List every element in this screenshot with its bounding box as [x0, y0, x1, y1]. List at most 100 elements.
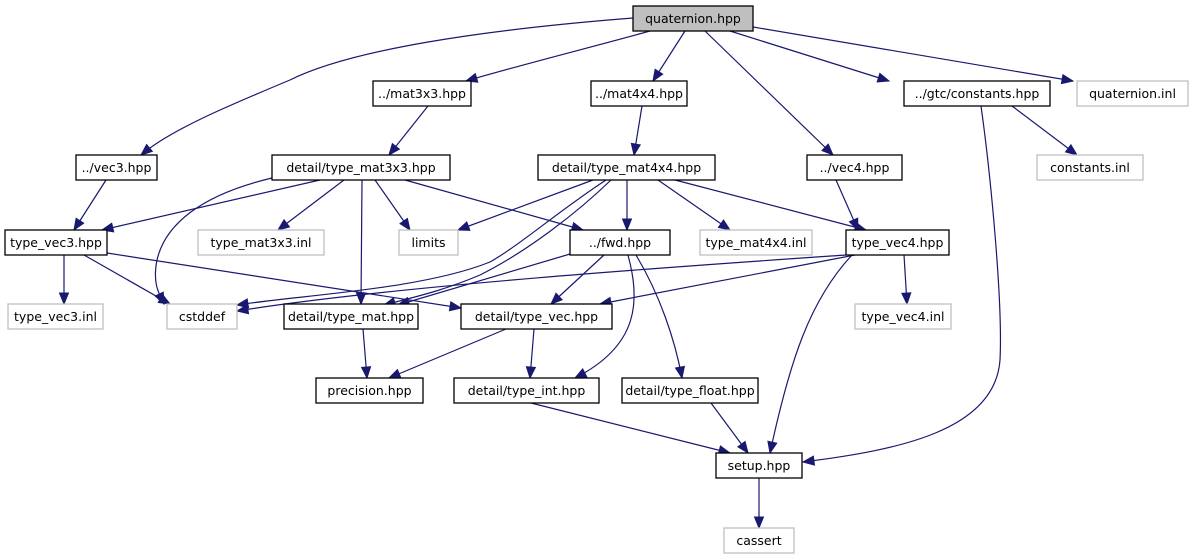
edge-line — [465, 30, 651, 82]
node-type-vec4-hpp[interactable]: type_vec4.hpp — [845, 229, 950, 256]
edge-type-vec4-hpp-to-type-vec4-inl — [901, 254, 912, 306]
node-cstddef: cstddef — [166, 303, 238, 330]
node-type-mat4x4-hpp[interactable]: detail/type_mat4x4.hpp — [537, 154, 716, 181]
node-type-int-hpp[interactable]: detail/type_int.hpp — [453, 377, 600, 404]
arrowhead-icon — [801, 455, 816, 466]
edge-setup-hpp-to-cassert — [753, 478, 765, 530]
node-box — [715, 452, 803, 479]
arrowhead-icon — [235, 304, 250, 315]
node-label: type_vec4.inl — [862, 309, 945, 324]
arrowhead-icon — [387, 368, 402, 379]
node-box — [903, 80, 1051, 107]
arrowhead-icon — [456, 221, 471, 231]
arrowhead-icon — [717, 219, 732, 231]
node-label: ../gtc/constants.hpp — [915, 86, 1040, 101]
node-fwd-hpp[interactable]: ../fwd.hpp — [569, 229, 671, 256]
node-quaternion-hpp[interactable]: quaternion.hpp — [632, 5, 754, 32]
node-box — [7, 303, 104, 330]
edge-line — [106, 252, 462, 309]
edge-quaternion-hpp-to-quaternion-inl — [752, 26, 1075, 85]
edge-type-mat4x4-hpp-to-limits — [456, 179, 594, 231]
edge-fwd-hpp-to-type-vec-hpp — [550, 254, 605, 305]
edge-type-mat-hpp-to-precision-hpp — [360, 328, 372, 380]
edge-type-mat4x4-hpp-to-fwd-hpp — [621, 180, 633, 232]
node-label: limits — [411, 235, 445, 250]
node-constants-inl: constants.inl — [1036, 154, 1144, 181]
node-label: type_vec3.inl — [14, 309, 97, 324]
edge-line — [674, 179, 867, 231]
node-vec4-hpp[interactable]: ../vec4.hpp — [806, 154, 903, 181]
node-mat4x4-hpp[interactable]: ../mat4x4.hpp — [590, 80, 688, 107]
arrowhead-icon — [821, 143, 834, 156]
edge-type-mat4x4-hpp-to-type-vec4-hpp — [674, 179, 868, 233]
node-label: detail/type_mat4x4.hpp — [552, 160, 701, 175]
node-type-vec4-inl: type_vec4.inl — [854, 303, 952, 330]
edge-quaternion-hpp-to-mat4x4-hpp — [652, 30, 686, 83]
arrowhead-icon — [630, 142, 642, 157]
edge-type-vec-hpp-to-precision-hpp — [387, 328, 507, 379]
node-cassert: cassert — [723, 527, 795, 554]
node-label: type_vec4.hpp — [852, 235, 944, 250]
node-box — [4, 229, 108, 256]
edge-line — [457, 179, 594, 231]
edge-line — [550, 254, 605, 305]
arrowhead-icon — [652, 68, 664, 83]
node-type-mat-hpp[interactable]: detail/type_mat.hpp — [283, 303, 419, 330]
node-type-mat4x4-inl: type_mat4x4.inl — [699, 229, 813, 256]
node-label: type_vec3.hpp — [10, 235, 102, 250]
arrowhead-icon — [525, 366, 537, 380]
node-label: setup.hpp — [728, 458, 791, 473]
node-label: precision.hpp — [327, 383, 411, 398]
node-precision-hpp[interactable]: precision.hpp — [315, 377, 424, 404]
edge-line — [388, 328, 507, 379]
arrowhead-icon — [464, 72, 479, 83]
edge-line — [277, 179, 345, 231]
arrowhead-icon — [388, 142, 401, 157]
node-limits: limits — [398, 229, 459, 256]
edge-type-vec3-hpp-to-type-vec-hpp — [106, 252, 463, 312]
node-label: type_mat4x4.inl — [705, 235, 806, 250]
edge-vec3-hpp-to-type-vec3-hpp — [73, 179, 107, 232]
edge-quaternion-hpp-to-constants-hpp — [729, 30, 891, 83]
arrowhead-icon — [1064, 143, 1079, 156]
node-label: ../mat3x3.hpp — [378, 86, 466, 101]
arrowhead-icon — [901, 292, 912, 306]
edge-fwd-hpp-to-type-float-hpp — [635, 254, 686, 380]
node-box — [845, 229, 950, 256]
edge-type-vec3-hpp-to-type-vec3-inl — [58, 255, 70, 306]
node-box — [283, 303, 419, 330]
node-box — [569, 229, 671, 256]
edge-line — [383, 179, 612, 306]
arrowhead-icon — [399, 217, 411, 232]
edge-type-float-hpp-to-setup-hpp — [710, 402, 749, 455]
edge-quaternion-hpp-to-mat3x3-hpp — [464, 30, 651, 83]
node-label: type_mat3x3.inl — [210, 235, 311, 250]
node-box — [1076, 80, 1189, 107]
node-box — [632, 5, 754, 32]
node-type-vec-hpp[interactable]: detail/type_vec.hpp — [460, 303, 613, 330]
node-vec3-hpp[interactable]: ../vec3.hpp — [75, 154, 158, 181]
node-type-vec3-hpp[interactable]: type_vec3.hpp — [4, 229, 108, 256]
node-box — [590, 80, 688, 107]
edge-type-mat4x4-hpp-to-type-mat4x4-inl — [657, 179, 732, 231]
edge-line — [1011, 105, 1078, 156]
edge-type-mat3x3-hpp-to-limits — [374, 179, 411, 232]
node-box — [166, 303, 238, 330]
edge-line — [236, 179, 607, 306]
node-box — [699, 229, 813, 256]
node-box — [806, 154, 903, 181]
node-setup-hpp[interactable]: setup.hpp — [715, 452, 803, 479]
arrowhead-icon — [674, 365, 686, 380]
edge-line — [635, 254, 683, 379]
arrowhead-icon — [767, 440, 778, 455]
arrowhead-icon — [276, 218, 291, 231]
edge-type-int-hpp-to-setup-hpp — [530, 402, 732, 456]
node-constants-hpp[interactable]: ../gtc/constants.hpp — [903, 80, 1051, 107]
node-type-mat3x3-hpp[interactable]: detail/type_mat3x3.hpp — [271, 154, 451, 181]
node-label: constants.inl — [1050, 160, 1130, 175]
node-label: ../fwd.hpp — [589, 235, 651, 250]
arrowhead-icon — [876, 72, 891, 83]
node-mat3x3-hpp[interactable]: ../mat3x3.hpp — [372, 80, 472, 107]
node-type-float-hpp[interactable]: detail/type_float.hpp — [621, 377, 759, 404]
edge-line — [802, 105, 1002, 463]
